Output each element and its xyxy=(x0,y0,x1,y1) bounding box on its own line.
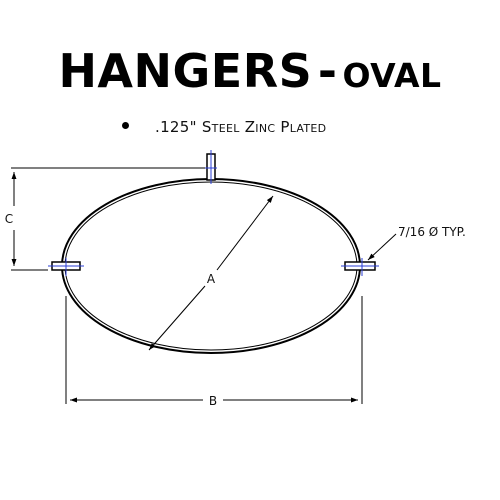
spec-text: .125" Steel Zinc Plated xyxy=(155,118,327,136)
dimension-a-label: A xyxy=(207,272,216,286)
bullet-icon xyxy=(122,122,129,129)
dimension-c: C xyxy=(5,167,205,271)
dimension-b-label: B xyxy=(209,394,217,408)
top-tab xyxy=(205,150,217,184)
spec-line: .125" Steel Zinc Plated xyxy=(122,118,422,136)
oval-outer xyxy=(61,178,361,354)
title: HANGERS - OVAL xyxy=(0,48,500,94)
dimension-c-label: C xyxy=(5,212,13,226)
oval-inner xyxy=(64,181,358,351)
hole-callout-label: 7/16 Ø TYP. xyxy=(398,225,466,239)
dimension-a: A xyxy=(148,195,274,351)
title-main: HANGERS xyxy=(58,44,313,98)
right-tab xyxy=(341,258,379,276)
dimension-b: B xyxy=(65,296,363,408)
title-dash: - xyxy=(317,44,337,98)
left-tab xyxy=(48,258,84,276)
title-sub: OVAL xyxy=(342,56,442,95)
hole-callout: 7/16 Ø TYP. xyxy=(367,225,466,261)
